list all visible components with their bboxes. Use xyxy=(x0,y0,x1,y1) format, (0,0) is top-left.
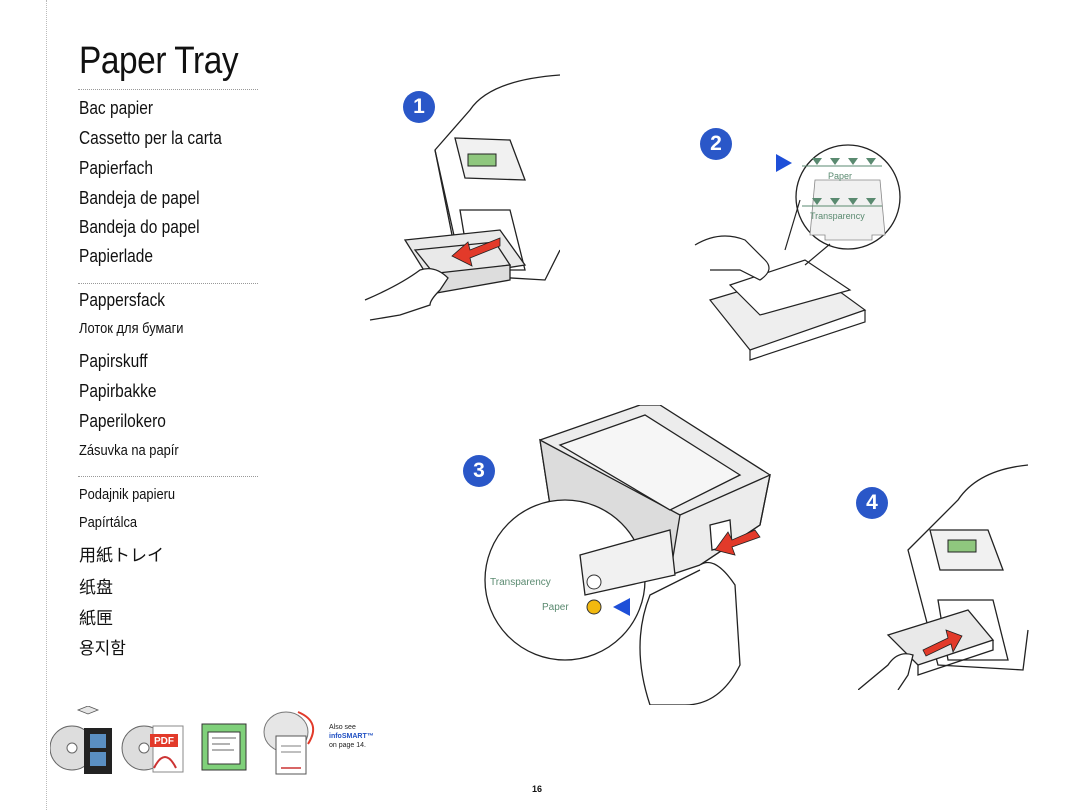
web-page-icon[interactable] xyxy=(201,723,247,771)
translation: Papierfach xyxy=(79,158,154,178)
step1-illustration xyxy=(364,74,560,321)
translation: Bandeja do papel xyxy=(79,217,200,237)
divider xyxy=(78,283,258,284)
printer-document-icon[interactable] xyxy=(263,711,315,775)
translation: Papirbakke xyxy=(79,381,157,401)
step-badge-4: 4 xyxy=(856,487,888,519)
translation: Bac papier xyxy=(79,98,154,118)
cd-video-icon[interactable] xyxy=(50,706,112,774)
step4-illustration xyxy=(858,464,1029,690)
step-badge-3: 3 xyxy=(463,455,495,487)
translation: Zásuvka na papír xyxy=(79,442,179,459)
step3-illustration: Transparency Paper xyxy=(484,405,771,705)
infosmart-link[interactable]: infoSMART™ xyxy=(329,733,374,740)
translation: Papierlade xyxy=(79,246,154,266)
step3-transparency-label: Transparency xyxy=(490,577,551,588)
page-title: Paper Tray xyxy=(79,40,239,82)
translation: 纸盘 xyxy=(79,578,113,597)
translation: 용지함 xyxy=(79,639,126,658)
translation: Papirskuff xyxy=(79,351,148,371)
margin-rule xyxy=(46,0,47,810)
step2-transparency-label: Transparency xyxy=(810,211,865,221)
pointer-arrow xyxy=(776,154,792,172)
translation: Paperilokero xyxy=(79,411,166,431)
divider xyxy=(78,89,258,90)
translation: 紙匣 xyxy=(79,609,113,628)
translation: Bandeja de papel xyxy=(79,188,200,208)
step2-paper-label: Paper xyxy=(828,171,852,181)
translation: Cassetto per la carta xyxy=(79,128,222,148)
step-badge-2: 2 xyxy=(700,128,732,160)
page-number: 16 xyxy=(532,784,543,794)
translation: Pappersfack xyxy=(79,290,166,310)
step-badge-1: 1 xyxy=(403,91,435,123)
translation: Podajnik papieru xyxy=(79,486,176,503)
step2-illustration: Paper Transparency xyxy=(694,144,901,361)
divider xyxy=(78,476,258,477)
pdf-label: PDF xyxy=(154,736,174,747)
translation: Лоток для бумаги xyxy=(79,320,184,337)
also-see-line1: Also see xyxy=(329,724,356,731)
step3-paper-label: Paper xyxy=(542,602,569,613)
cd-pdf-icon[interactable]: PDF xyxy=(121,725,184,773)
translation: 用紙トレイ xyxy=(79,546,164,565)
also-see-note: Also see infoSMART™ on page 14. xyxy=(329,723,374,750)
resource-icons: PDF xyxy=(50,706,315,775)
translation: Papírtálca xyxy=(79,514,138,531)
also-see-line3: on page 14. xyxy=(329,742,366,749)
